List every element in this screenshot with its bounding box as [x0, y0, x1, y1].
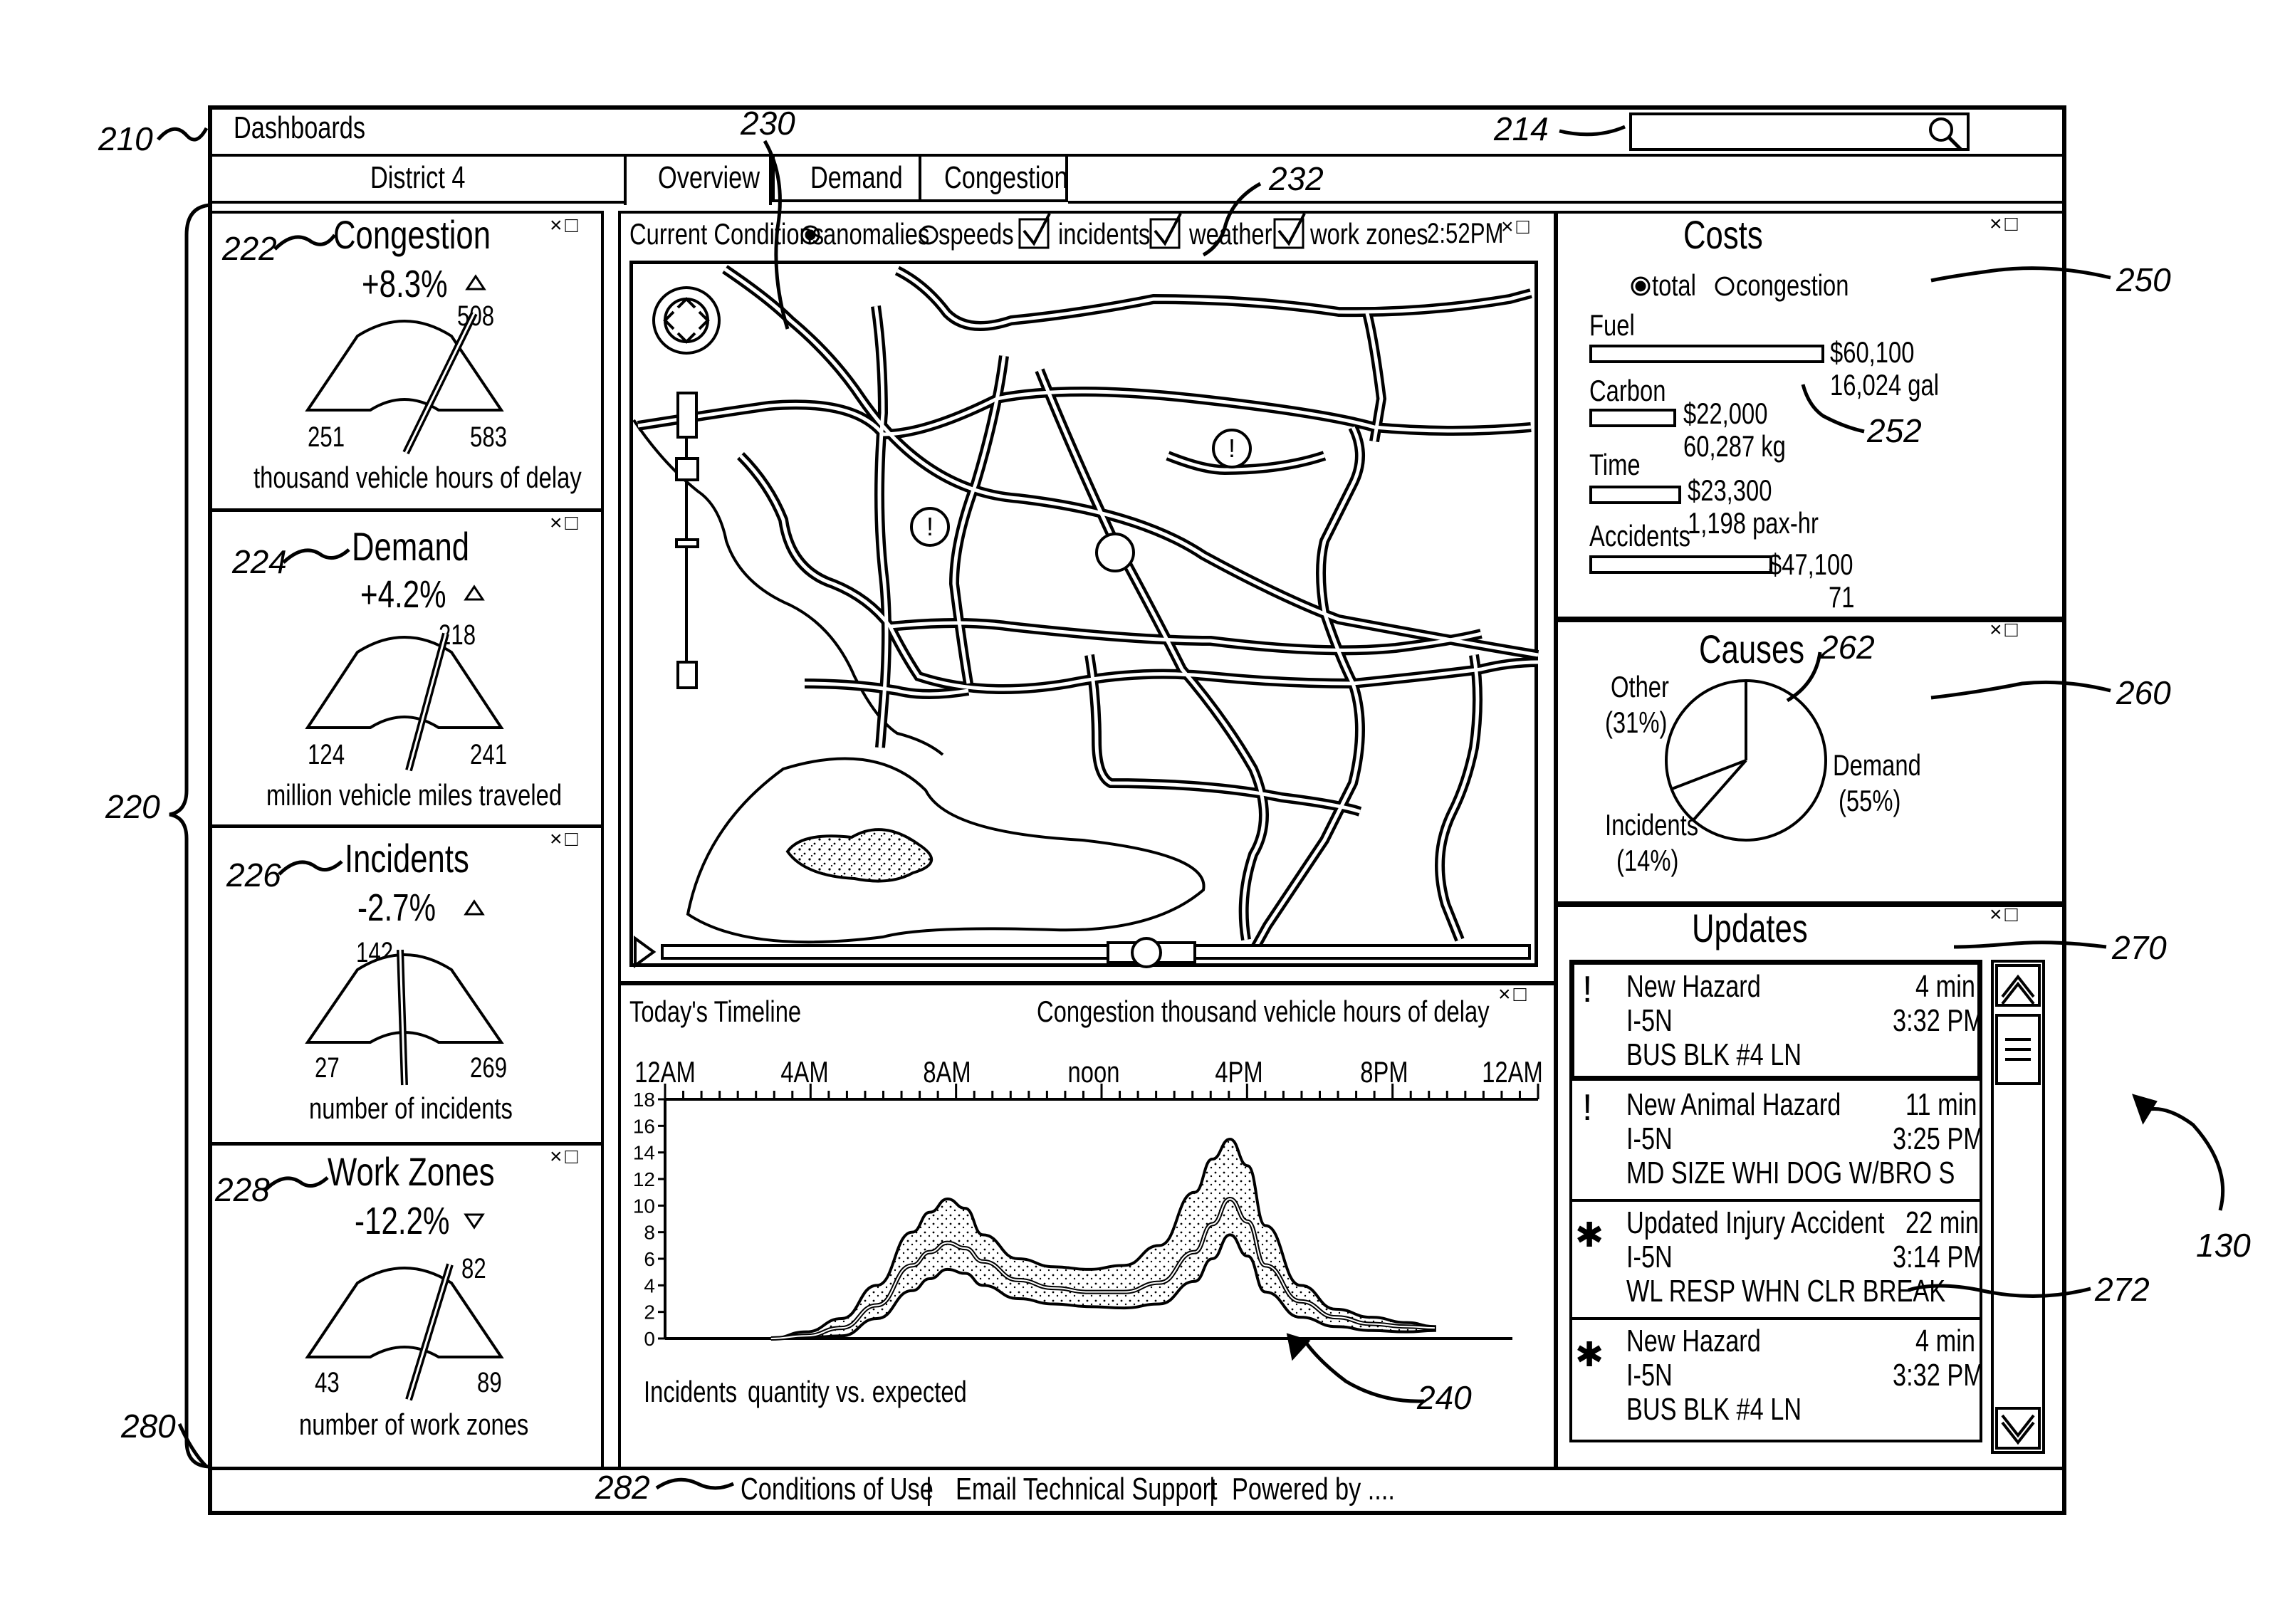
gauge-work-zones — [308, 1264, 501, 1400]
radio-congestion-icon — [1716, 278, 1733, 295]
map-playback-track — [662, 945, 1530, 958]
trend-down-icon — [466, 1215, 483, 1227]
map-zoom-tick — [676, 540, 698, 547]
svg-text:!: ! — [926, 512, 934, 541]
svg-text:!: ! — [1228, 434, 1235, 463]
trend-up-icon — [466, 901, 483, 914]
map-zoom-level-handle — [676, 459, 698, 480]
map-content — [634, 269, 1538, 951]
trend-up-icon — [467, 276, 484, 289]
map-zoom-in-button — [678, 393, 696, 437]
gauge-demand — [308, 634, 501, 770]
gauge-congestion — [308, 313, 501, 453]
weather-marker-icon — [1097, 534, 1134, 571]
causes-pie — [1666, 681, 1826, 840]
play-icon — [635, 938, 654, 965]
gauge-incidents — [308, 950, 501, 1085]
radio-speeds-icon — [920, 226, 937, 243]
trend-up-icon — [466, 587, 483, 599]
map-zoom-out-button — [678, 662, 696, 688]
